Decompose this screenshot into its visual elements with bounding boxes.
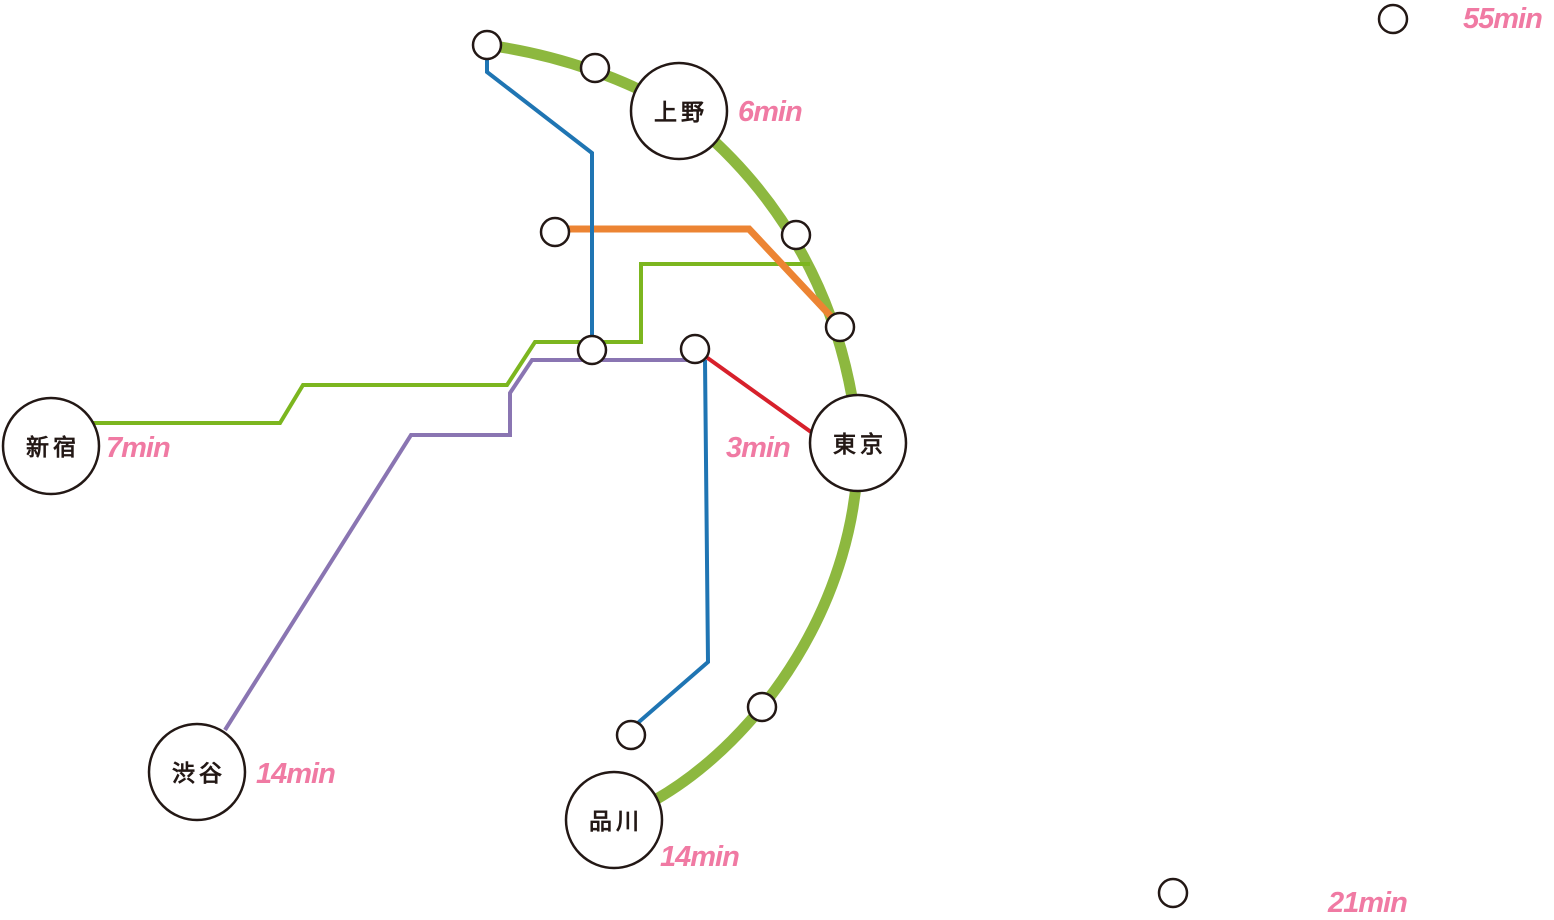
station-shinagawa[interactable]	[564, 770, 664, 870]
station-ueno[interactable]	[629, 61, 729, 161]
small-station[interactable]	[471, 29, 503, 61]
travel-time-remote-bottom-right: 21min	[1327, 887, 1407, 919]
travel-time-ueno: 6min	[738, 96, 802, 128]
travel-time-tokyo: 3min	[726, 432, 790, 464]
small-station[interactable]	[576, 334, 608, 366]
travel-time-shinjuku: 7min	[106, 432, 170, 464]
small-station[interactable]	[746, 691, 778, 723]
station-name-shinjuku: 新宿	[26, 434, 80, 461]
travel-time-shinagawa: 14min	[660, 841, 739, 873]
small-station[interactable]	[679, 333, 711, 365]
station-name-shibuya: 渋谷	[172, 761, 226, 787]
small-station-remote-top-right[interactable]	[1377, 3, 1409, 35]
red-line	[693, 347, 820, 439]
orange-line	[555, 225, 843, 329]
station-name-tokyo: 東京	[833, 431, 887, 458]
small-station[interactable]	[539, 216, 571, 248]
small-station[interactable]	[824, 311, 856, 343]
station-name-shinagawa: 品川	[589, 809, 643, 835]
station-shibuya[interactable]	[147, 722, 247, 822]
station-name-ueno: 上野	[654, 100, 708, 126]
small-station[interactable]	[579, 52, 611, 84]
blue-line-north	[485, 45, 594, 350]
station-shinjuku[interactable]	[1, 396, 101, 496]
small-station[interactable]	[780, 219, 812, 251]
purple-line	[223, 358, 700, 732]
blue-line-south	[630, 359, 711, 730]
station-tokyo[interactable]	[808, 393, 908, 493]
small-station[interactable]	[615, 719, 647, 751]
small-station-remote-bottom-right[interactable]	[1157, 877, 1189, 909]
travel-time-remote-top-right: 55min	[1463, 3, 1542, 35]
chuo-line	[92, 262, 810, 425]
travel-time-shibuya: 14min	[256, 758, 335, 790]
